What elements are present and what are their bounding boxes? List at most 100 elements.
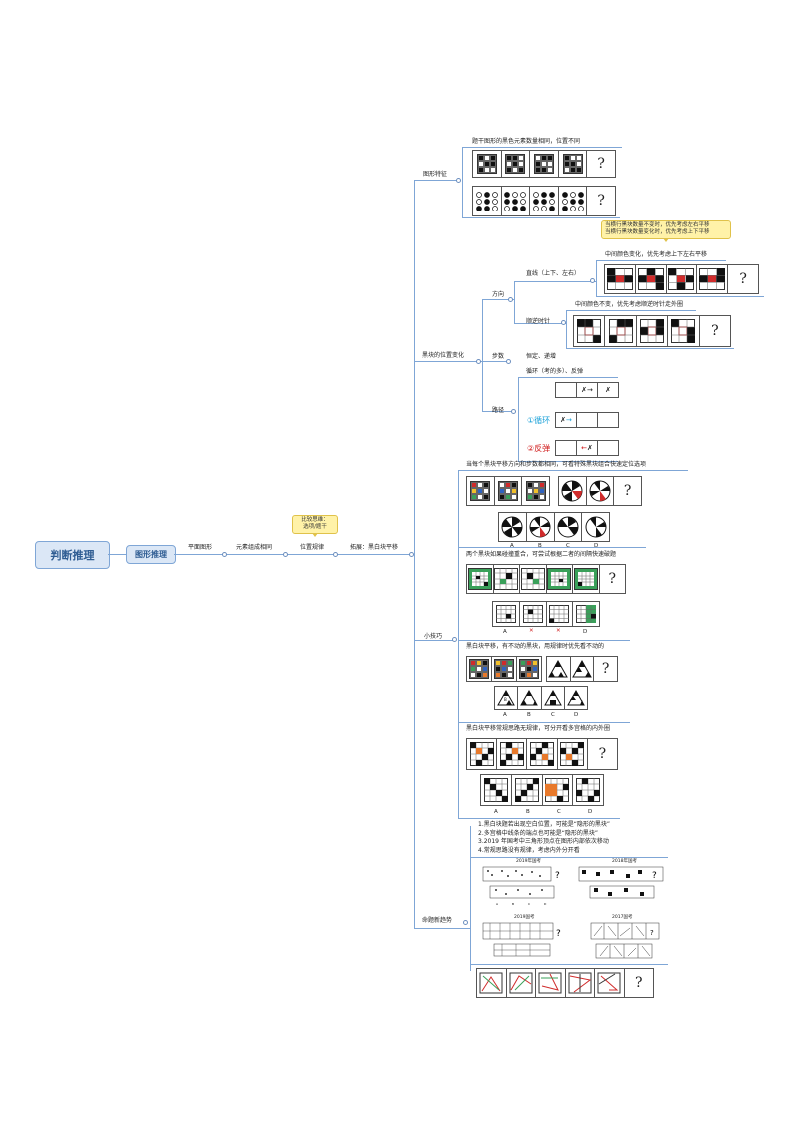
option-cell[interactable] [565, 687, 587, 709]
collapse-toggle[interactable] [283, 552, 288, 557]
collapse-toggle[interactable] [409, 552, 414, 557]
connector [458, 640, 630, 641]
option-cell[interactable] [481, 775, 512, 805]
pinwheel-figure [557, 516, 579, 538]
collapse-toggle[interactable] [333, 552, 338, 557]
option-cell[interactable] [493, 602, 520, 626]
option-cell[interactable] [499, 513, 527, 541]
tip1-puzzle-a [466, 476, 550, 506]
option-cell[interactable] [582, 513, 609, 541]
spine [414, 180, 415, 928]
grid-figure [476, 154, 497, 174]
puzzle-cell [530, 187, 559, 215]
grid-figure [671, 319, 696, 343]
collapse-toggle[interactable] [456, 178, 461, 183]
option-cell[interactable]: B [495, 687, 519, 709]
collapse-toggle[interactable] [463, 920, 468, 925]
tip3-puzzle-b: ? [546, 656, 618, 682]
grid-figure [514, 778, 539, 802]
option-cell[interactable] [543, 775, 574, 805]
grid-figure [469, 659, 489, 679]
puzzle-cell [536, 969, 566, 997]
node-path[interactable]: 路径 [492, 407, 505, 414]
option-label: D [588, 809, 593, 815]
pinwheel-figure [585, 516, 607, 538]
puzzle-cell [473, 187, 502, 215]
node-features[interactable]: 图形特征 [423, 171, 448, 178]
path-cell: ✗→ [556, 413, 577, 427]
node-position-change[interactable]: 黑块的位置变化 [422, 352, 465, 359]
tip2-desc: 两个黑块如果碰撞重合，可尝试根据二者的间隔快速破题 [466, 551, 617, 558]
puzzle-cell [574, 316, 606, 346]
grid-figure [494, 659, 514, 679]
option-cell[interactable] [573, 602, 599, 626]
grid-figure [668, 268, 695, 290]
collapse-toggle[interactable] [506, 359, 511, 364]
node-same-elements[interactable]: 元素组成相同 [236, 544, 273, 551]
collapse-toggle[interactable] [476, 359, 481, 364]
connector [458, 547, 646, 548]
option-label: A [503, 712, 507, 718]
connector [482, 299, 483, 411]
trend-note: 2.多宫格中线条的端点也可能是“隐形的黑块” [478, 829, 598, 837]
option-cell[interactable] [542, 687, 565, 709]
node-new-trends[interactable]: 命题新趋势 [422, 917, 453, 924]
grid-figure [469, 742, 494, 766]
trend-note: 3.2019 年国考中三角形顶点在图形内部依次移动 [478, 838, 609, 845]
puzzle-cell [467, 477, 495, 505]
collapse-toggle[interactable] [452, 637, 457, 642]
node-extension[interactable]: 拓展：黑白块平移 [350, 544, 399, 551]
tip4-options [480, 774, 604, 806]
root-node[interactable]: 判断推理 [35, 541, 110, 569]
pinwheel-figure [561, 480, 583, 502]
line-figure [538, 972, 562, 994]
node-position-rule[interactable]: 位置规律 [300, 544, 325, 551]
wrong-mark: ✕ [556, 628, 561, 634]
puzzle-cell: ? [587, 187, 615, 215]
puzzle-cell [502, 187, 531, 215]
option-label: B [538, 543, 542, 549]
puzzle-cell [667, 265, 698, 293]
callout-line: 选项/题干 [303, 524, 327, 531]
question-mark: ? [711, 323, 719, 339]
puzzle-cell [473, 151, 502, 177]
node-straight[interactable]: 直线（上下、左右） [526, 270, 581, 277]
node-direction[interactable]: 方向 [492, 291, 505, 298]
node-graphic-reasoning[interactable]: 图形推理 [126, 545, 176, 564]
node-steps[interactable]: 步数 [492, 353, 505, 360]
question-mark: ? [623, 483, 632, 499]
option-cell[interactable] [573, 775, 603, 805]
option-cell[interactable] [518, 687, 542, 709]
collapse-toggle[interactable] [590, 278, 595, 283]
grid-figure [525, 481, 546, 501]
puzzle-cell [527, 739, 558, 769]
option-label: C [566, 543, 570, 549]
connector [458, 470, 459, 818]
connector [482, 299, 514, 300]
puzzle-cell [507, 969, 536, 997]
grid-figure [494, 568, 519, 590]
option-cell[interactable] [512, 775, 543, 805]
triangle-figure: B [497, 690, 515, 706]
option-cell[interactable] [527, 513, 555, 541]
connector [414, 361, 482, 362]
option-cell[interactable] [547, 602, 574, 626]
tip3-desc: 黑白块平移，有不动的黑块，用规律时优先看不动的 [466, 643, 605, 650]
collapse-toggle[interactable] [508, 297, 513, 302]
node-cw[interactable]: 顺逆时针 [526, 318, 551, 325]
loop-demo: ✗→ [555, 412, 619, 428]
node-tips[interactable]: 小技巧 [424, 633, 443, 640]
puzzle-cell [517, 657, 541, 681]
collapse-toggle[interactable] [511, 409, 516, 414]
connector [414, 180, 460, 181]
connector [462, 147, 463, 217]
puzzle-cell: ? [728, 265, 758, 293]
option-cell[interactable] [520, 602, 547, 626]
option-label: C [557, 809, 561, 815]
node-planar[interactable]: 平面图形 [188, 544, 213, 551]
option-cell[interactable] [555, 513, 583, 541]
collapse-toggle[interactable] [561, 320, 566, 325]
collapse-toggle[interactable] [222, 552, 227, 557]
puzzle-cell: ? [588, 739, 617, 769]
puzzle-cell: ? [600, 565, 626, 593]
